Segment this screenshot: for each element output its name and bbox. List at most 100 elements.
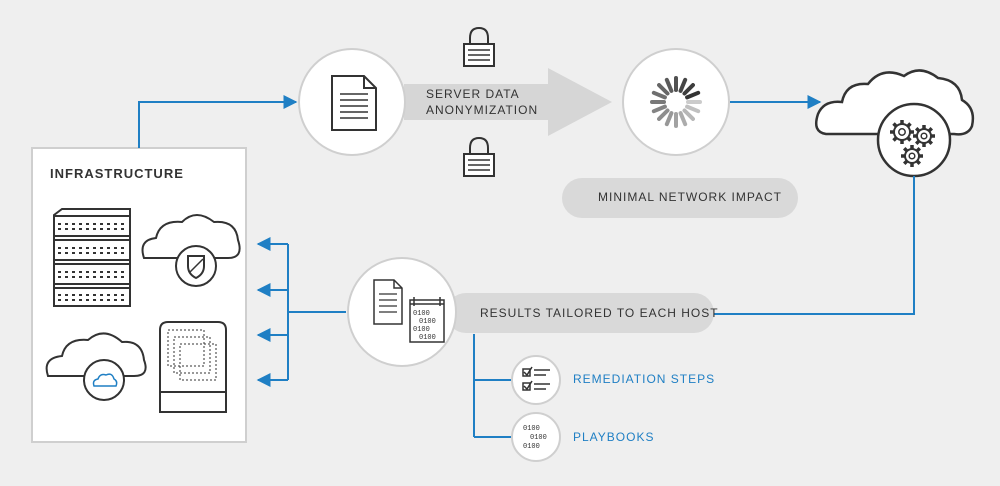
server-indicator: [114, 299, 117, 301]
spinner-segment: [678, 111, 688, 127]
server-indicator: [79, 299, 82, 301]
server-indicator: [100, 294, 103, 296]
server-indicator: [114, 223, 117, 225]
server-indicator: [79, 271, 82, 273]
server-indicator: [79, 252, 82, 254]
server-indicator: [58, 247, 61, 249]
remediation-steps-link[interactable]: REMEDIATION STEPS: [573, 372, 716, 386]
server-indicator: [107, 247, 110, 249]
anonymization-arrow: [404, 68, 612, 136]
server-indicator: [72, 276, 75, 278]
server-indicator: [107, 223, 110, 225]
spinner-segment: [685, 90, 701, 100]
cloud-shield-icon: [141, 214, 241, 287]
server-indicator: [93, 294, 96, 296]
binary-line: 0100: [413, 326, 430, 334]
server-indicator: [65, 271, 68, 273]
results-pill: [446, 293, 714, 333]
server-indicator: [86, 294, 89, 296]
spinner-segment: [657, 83, 670, 96]
results-document-icon: [373, 279, 403, 325]
results-output-branch: [473, 334, 512, 438]
server-indicator: [65, 252, 68, 254]
server-indicator: [107, 228, 110, 230]
spinner-segment: [682, 108, 695, 121]
server-indicator: [72, 271, 75, 273]
server-indicator: [58, 252, 61, 254]
server-indicator: [65, 299, 68, 301]
server-indicator: [72, 252, 75, 254]
server-indicator: [72, 294, 75, 296]
binary-line: 0100: [413, 310, 430, 318]
server-indicator: [86, 223, 89, 225]
server-indicator: [79, 276, 82, 278]
cloud-storage-icon: [45, 332, 147, 401]
padlock-icon: [463, 136, 495, 177]
server-indicator: [100, 228, 103, 230]
gears-icon: [890, 120, 935, 167]
server-indicator: [114, 271, 117, 273]
spinner-segment: [682, 83, 695, 96]
server-indicator: [93, 228, 96, 230]
connector-infra-to-anonymization: [138, 95, 298, 148]
server-indicator: [58, 294, 61, 296]
server-indicator: [121, 247, 124, 249]
server-indicator: [121, 228, 124, 230]
server-indicator: [72, 247, 75, 249]
server-indicator: [79, 247, 82, 249]
infrastructure-title: INFRASTRUCTURE: [50, 166, 184, 181]
server-indicator: [86, 271, 89, 273]
connector-cloud-to-results: [714, 176, 915, 315]
server-indicator: [114, 247, 117, 249]
server-indicator: [93, 223, 96, 225]
server-indicator: [121, 294, 124, 296]
server-indicator: [121, 271, 124, 273]
processing-circle: [622, 48, 730, 156]
binary-line: 0100: [523, 443, 540, 451]
anonymization-label-line2: ANONYMIZATION: [426, 103, 539, 117]
server-indicator: [100, 252, 103, 254]
cloud-gears-icon: [815, 69, 975, 178]
binary-line: 0100: [523, 425, 540, 433]
binary-line: 0100: [530, 434, 547, 442]
binary-sheet-icon: 0100 0100 0100 0100: [409, 297, 445, 343]
server-indicator: [114, 252, 117, 254]
server-indicator: [65, 294, 68, 296]
document-icon: [331, 75, 377, 131]
spinner-segment: [678, 77, 688, 93]
server-indicator: [65, 223, 68, 225]
playbooks-circle: [511, 412, 561, 462]
server-indicator: [107, 271, 110, 273]
server-indicator: [121, 299, 124, 301]
server-indicator: [79, 294, 82, 296]
server-indicator: [121, 252, 124, 254]
server-indicator: [114, 294, 117, 296]
playbooks-link[interactable]: PLAYBOOKS: [573, 430, 655, 444]
server-indicator: [121, 223, 124, 225]
server-indicator: [86, 299, 89, 301]
spinner-icon: [650, 76, 702, 128]
server-indicator: [93, 247, 96, 249]
server-indicator: [107, 252, 110, 254]
server-indicator: [86, 247, 89, 249]
server-indicator: [107, 276, 110, 278]
server-rack-icon: [53, 208, 131, 307]
spinner-segment: [664, 77, 674, 93]
gear-icon: [913, 125, 935, 147]
binary-code-icon: 0100 0100 0100: [523, 425, 547, 451]
server-indicator: [72, 299, 75, 301]
server-rack-lights: [58, 223, 124, 301]
server-indicator: [72, 223, 75, 225]
server-indicator: [114, 276, 117, 278]
server-indicator: [86, 252, 89, 254]
network-impact-pill: [562, 178, 798, 218]
anonymization-label-line1: SERVER DATA: [426, 87, 520, 101]
spinner-segment: [685, 104, 701, 114]
server-indicator: [72, 228, 75, 230]
network-impact-label: MINIMAL NETWORK IMPACT: [598, 190, 782, 204]
spinner-segment: [657, 108, 670, 121]
binary-line: 0100: [419, 334, 436, 342]
server-indicator: [107, 294, 110, 296]
server-indicator: [58, 276, 61, 278]
remediation-circle: [511, 355, 561, 405]
